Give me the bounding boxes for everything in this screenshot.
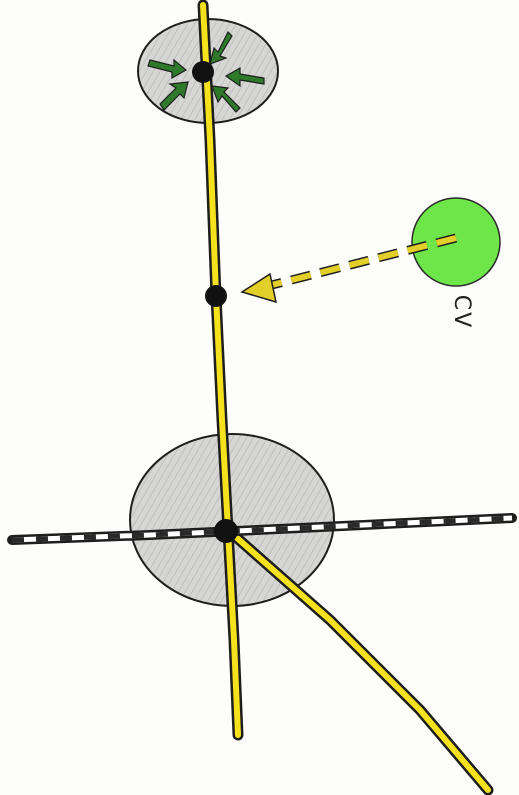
arrow-from-left <box>147 58 188 80</box>
arrow-from-bottom-right <box>211 85 241 113</box>
dashed-arrow <box>240 233 458 304</box>
mid-node <box>205 285 227 307</box>
branch-road <box>222 524 494 795</box>
top-node <box>192 61 214 83</box>
arrow-from-bottom-left <box>159 81 189 111</box>
arrow-from-right <box>224 66 265 88</box>
bottom-node <box>214 519 238 543</box>
arrow-from-top <box>209 30 233 65</box>
main-road <box>197 0 244 741</box>
dashed-arrow-head <box>240 272 277 304</box>
inward-arrows <box>147 30 265 113</box>
cv-label: CV <box>449 294 474 330</box>
